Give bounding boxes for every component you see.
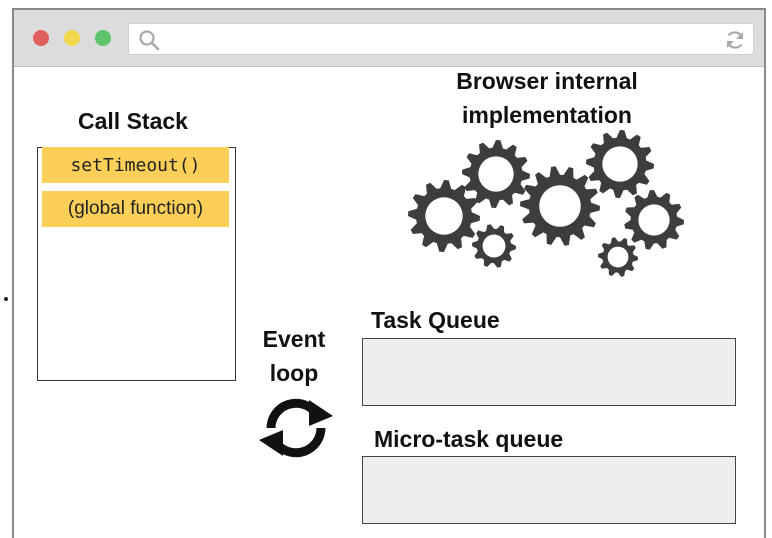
- gear-small-bottom: [472, 224, 516, 268]
- task-queue-title: Task Queue: [371, 307, 500, 333]
- browser-internal-title-line2: implementation: [462, 102, 632, 128]
- gears-icon: [408, 130, 684, 277]
- gear-top-left: [462, 140, 530, 208]
- address-bar[interactable]: [128, 23, 754, 55]
- maximize-window-button[interactable]: [95, 30, 111, 46]
- stray-dot: [4, 297, 8, 301]
- browser-titlebar: [14, 10, 764, 67]
- event-loop-title-line2: loop: [269, 360, 319, 386]
- search-icon: [139, 30, 160, 51]
- gear-top-right: [586, 130, 654, 198]
- gear-small-right: [598, 237, 638, 277]
- close-window-button[interactable]: [33, 30, 49, 46]
- gear-large-left: [408, 180, 480, 252]
- call-stack-box: [37, 147, 236, 381]
- gear-center: [520, 166, 600, 246]
- gear-right: [624, 190, 684, 250]
- browser-internal-title: Browser internal implementation: [434, 64, 660, 132]
- reload-icon[interactable]: [723, 28, 747, 52]
- stack-frame-global: (global function): [42, 191, 229, 227]
- refresh-cycle-icon: [259, 398, 333, 458]
- event-loop-title: Event loop: [252, 322, 336, 390]
- call-stack-title: Call Stack: [78, 108, 188, 134]
- micro-task-queue-title: Micro-task queue: [374, 426, 564, 452]
- task-queue-box: [362, 338, 736, 406]
- browser-window: [12, 8, 766, 538]
- micro-task-queue-box: [362, 456, 736, 524]
- browser-internal-title-line1: Browser internal: [456, 68, 638, 94]
- stack-frame-settimeout: setTimeout(): [42, 147, 229, 183]
- minimize-window-button[interactable]: [64, 30, 80, 46]
- event-loop-title-line1: Event: [262, 326, 326, 352]
